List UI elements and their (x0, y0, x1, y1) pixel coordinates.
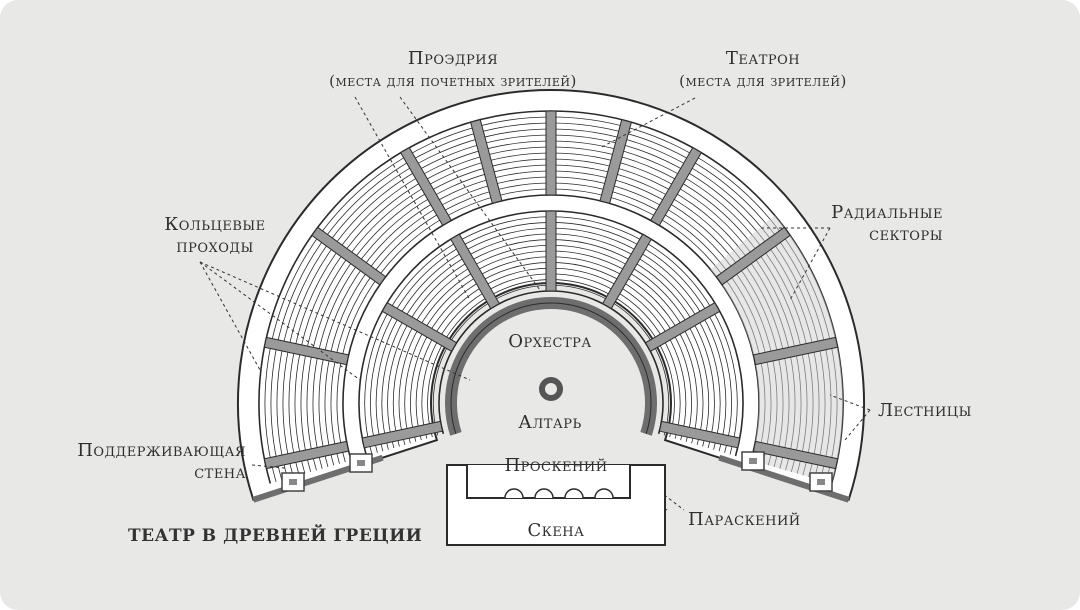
label-support-wall: Поддерживающая стена (60, 440, 246, 484)
radial-sector-highlight (710, 215, 844, 484)
stair-inner (449, 233, 501, 310)
stair-outer (649, 146, 703, 227)
leader-ring-passage-1 (199, 261, 471, 381)
stair-inner (601, 233, 653, 310)
altar-icon (539, 377, 563, 401)
label-teatron: Театрон (места для зрителей) (648, 48, 878, 92)
label-proskenion: Проскений (504, 455, 608, 476)
stair-inner (381, 301, 458, 353)
leader-stairs-2 (844, 409, 871, 441)
radial-sectors-label-line2: секторы (869, 224, 943, 245)
support-wall-right (718, 454, 850, 503)
label-altar: Алтарь (518, 412, 582, 433)
stair-outer (263, 336, 350, 366)
stair-outer (399, 146, 453, 227)
radial-sectors-label-line1: Радиальные (831, 202, 943, 223)
support-wall-label-line2: стена (194, 462, 246, 483)
leader-proedria-2 (399, 96, 541, 291)
teatron-label: Театрон (725, 48, 801, 69)
leader-ring-passage-3 (199, 261, 261, 371)
label-radial-sectors: Радиальные секторы (798, 202, 943, 246)
stair-inner (545, 210, 557, 292)
ring-passages-label-line1: Кольцевые (164, 214, 266, 235)
label-proedria: Проэдрия (места для почетных зрителей) (298, 48, 608, 92)
stair-outer (752, 440, 839, 470)
label-orchestra: Орхестра (508, 331, 592, 352)
stair-inner (658, 420, 741, 449)
leader-stairs-1 (829, 394, 871, 411)
proskenion-columns (504, 488, 614, 499)
stair-outer (545, 110, 557, 196)
orchestra-wall-edge (450, 302, 652, 435)
ring-passages-label-line2: проходы (176, 236, 254, 257)
leader-radial-sector-2 (789, 227, 831, 301)
stair-inner (644, 301, 721, 353)
support-wall-label-line1: Поддерживающая (77, 440, 246, 461)
label-stairs: Лестницы (878, 400, 972, 421)
stage-building (446, 464, 666, 546)
diagram-title: ТЕАТР В ДРЕВНЕЙ ГРЕЦИИ (128, 526, 423, 546)
teatron-note: (места для зрителей) (679, 72, 847, 90)
label-ring-passages: Кольцевые проходы (150, 214, 280, 258)
stair-outer (599, 119, 633, 204)
stair-inner (361, 420, 444, 449)
proedria-note: (места для почетных зрителей) (329, 72, 577, 90)
label-skene: Скена (527, 520, 585, 541)
stair-outer (469, 119, 503, 204)
stair-outer (715, 226, 791, 286)
seating-area (237, 89, 865, 503)
support-pillars (281, 451, 833, 492)
stair-outer (263, 440, 350, 470)
leader-proedria-1 (354, 96, 471, 301)
label-paraskenion: Параскений (688, 509, 801, 530)
stair-outer (311, 226, 387, 286)
stair-outer (752, 336, 839, 366)
proedria-label: Проэдрия (407, 48, 499, 69)
